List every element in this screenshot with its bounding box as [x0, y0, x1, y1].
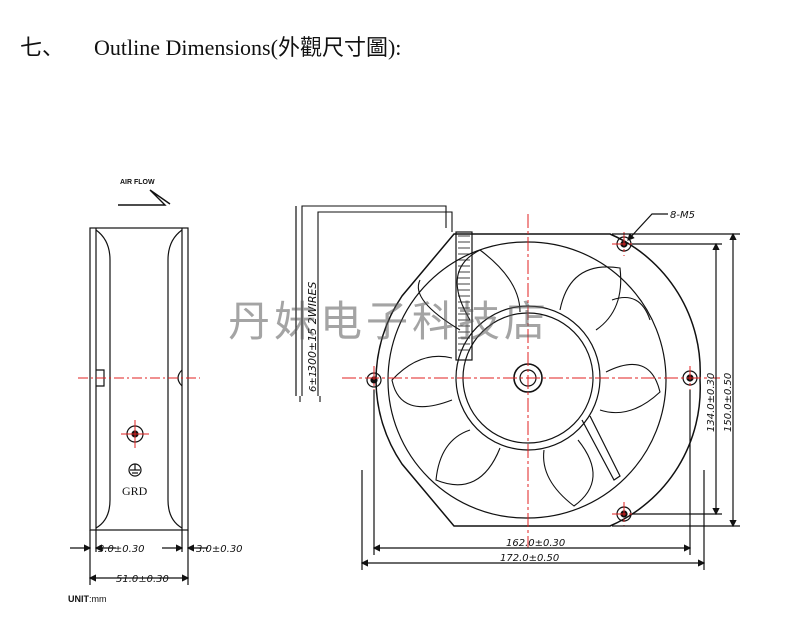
dim-left-flange: 3.0±0.30 — [98, 544, 145, 555]
wire-small-label: 6±1 — [308, 371, 319, 392]
front-centerlines — [342, 214, 720, 548]
left-inner-curve — [95, 229, 111, 529]
dim-right-flange: 3.0±0.30 — [196, 544, 243, 555]
dim-hole-spacing-h: 162.0±0.30 — [506, 538, 565, 549]
wire-channel — [455, 231, 473, 361]
dim-width: 172.0±0.50 — [500, 553, 559, 564]
side-view — [70, 189, 208, 585]
housing-venturi — [387, 241, 667, 519]
wire-label: 300±15 2WIRES — [306, 282, 319, 372]
side-body — [89, 227, 189, 531]
watermark-text: 丹妹电子科技店 — [228, 297, 551, 346]
screw-label: 8-M5 — [670, 210, 695, 221]
heading-title: Outline Dimensions(外觀尺寸圖): — [94, 35, 402, 60]
airflow-label: AIR FLOW — [120, 179, 155, 186]
screw-leader — [627, 213, 668, 241]
heading-number: 七、 — [20, 35, 65, 60]
wire-channel-hatch — [458, 235, 470, 351]
page-heading: 七、 Outline Dimensions(外觀尺寸圖): — [20, 30, 401, 62]
airflow-arrow-icon — [118, 189, 171, 206]
lower-strut — [581, 415, 621, 481]
unit-label: UNIT:mm — [68, 594, 107, 604]
ground-icon — [128, 463, 142, 477]
impeller-blades — [391, 249, 661, 507]
lead-wires — [299, 205, 453, 402]
ground-label: GRD — [122, 484, 148, 498]
right-inner-curve — [167, 229, 183, 529]
dim-height: 150.0±0.50 — [723, 373, 734, 432]
front-view — [295, 205, 740, 570]
dim-depth: 51.0±0.30 — [116, 574, 169, 585]
housing-outer — [375, 233, 701, 527]
dim-hole-spacing-v: 134.0±0.30 — [706, 373, 717, 432]
